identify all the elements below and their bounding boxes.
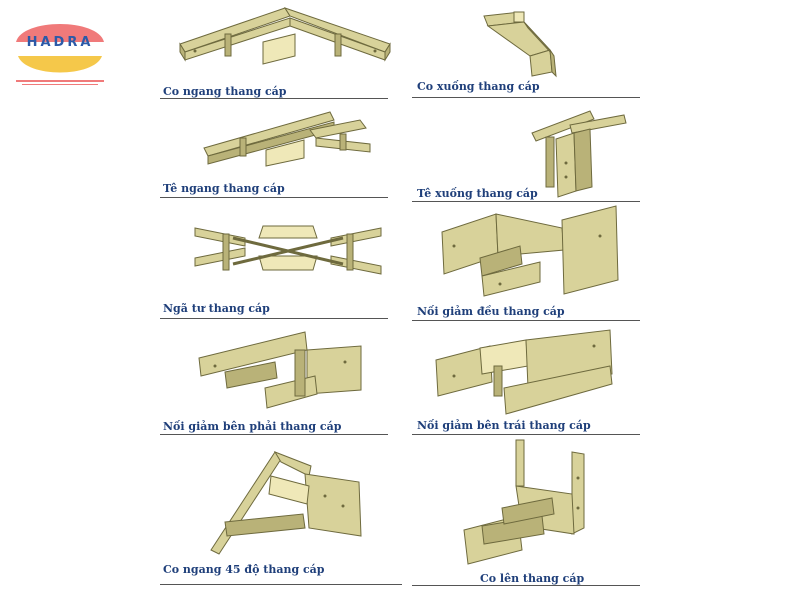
product-horizontal-tee[interactable] <box>200 108 430 220</box>
caption-left-reducer: Nối giảm bên trái thang cáp <box>417 419 591 432</box>
product-right-reducer[interactable] <box>195 331 425 444</box>
product-straight-reducer[interactable] <box>440 205 670 318</box>
divider <box>160 98 388 99</box>
horizontal-elbow-icon <box>179 7 391 65</box>
horizontal-tee-icon <box>203 111 371 167</box>
product-left-reducer[interactable] <box>434 329 664 442</box>
product-horizontal-45-elbow[interactable] <box>205 446 435 558</box>
divider <box>412 97 640 98</box>
vertical-down-tee-icon <box>531 110 627 198</box>
divider <box>160 584 402 585</box>
divider <box>412 585 640 586</box>
product-horizontal-cross[interactable] <box>193 212 423 324</box>
product-vertical-down-elbow[interactable] <box>470 10 700 122</box>
caption-vertical-down-tee: Tê xuống thang cáp <box>417 187 538 200</box>
caption-straight-reducer: Nối giảm đều thang cáp <box>417 305 565 318</box>
caption-horizontal-45-elbow: Co ngang 45 độ thang cáp <box>163 563 325 576</box>
horizontal-cross-icon <box>194 225 382 275</box>
caption-vertical-up-elbow: Co lên thang cáp <box>480 572 585 585</box>
caption-vertical-down-elbow: Co xuống thang cáp <box>417 80 540 93</box>
straight-reducer-icon <box>441 205 619 297</box>
caption-horizontal-tee: Tê ngang thang cáp <box>163 182 285 195</box>
divider <box>412 320 640 321</box>
product-vertical-down-tee[interactable] <box>530 103 760 215</box>
vertical-down-elbow-icon <box>483 11 557 78</box>
divider <box>160 318 388 319</box>
caption-horizontal-cross: Ngã tư thang cáp <box>163 302 270 315</box>
hadra-logo: HADRA <box>12 12 108 86</box>
caption-horizontal-elbow: Co ngang thang cáp <box>163 85 287 98</box>
divider <box>160 197 388 198</box>
divider <box>160 434 388 435</box>
product-horizontal-elbow[interactable] <box>165 6 395 118</box>
logo-mark-icon <box>16 24 104 85</box>
right-reducer-icon <box>198 331 362 409</box>
product-vertical-up-elbow[interactable] <box>462 438 692 565</box>
logo-text: HADRA <box>26 35 94 50</box>
divider <box>412 201 640 202</box>
horizontal-45-elbow-icon <box>210 451 362 555</box>
divider <box>412 434 640 435</box>
left-reducer-icon <box>435 329 613 415</box>
caption-right-reducer: Nối giảm bên phải thang cáp <box>163 420 342 433</box>
vertical-up-elbow-icon <box>463 439 585 565</box>
